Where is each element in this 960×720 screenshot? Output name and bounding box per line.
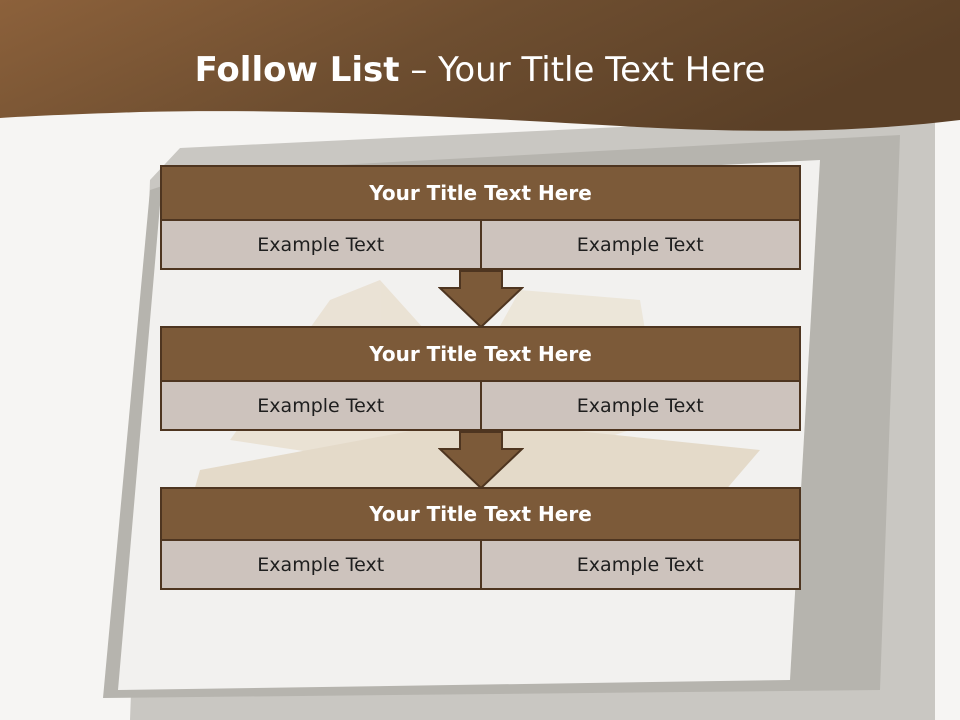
step-cell-right: Example Text: [481, 382, 801, 431]
step-row: Example Text Example Text: [160, 541, 801, 590]
step-block-2: Your Title Text Here Example Text Exampl…: [160, 326, 801, 431]
step-cell-right: Example Text: [481, 541, 801, 590]
step-row: Example Text Example Text: [160, 221, 801, 270]
step-row: Example Text Example Text: [160, 382, 801, 431]
step-title: Your Title Text Here: [160, 165, 801, 221]
title-bold: Follow List: [194, 50, 400, 90]
step-cell-right: Example Text: [481, 221, 801, 270]
down-arrow-icon: [438, 431, 524, 489]
step-block-3: Your Title Text Here Example Text Exampl…: [160, 487, 801, 590]
step-cell-left: Example Text: [160, 221, 482, 270]
header-banner: [0, 0, 960, 131]
slide-title: Follow List – Your Title Text Here: [0, 50, 960, 90]
down-arrow-icon: [438, 270, 524, 328]
step-title: Your Title Text Here: [160, 487, 801, 541]
step-title: Your Title Text Here: [160, 326, 801, 382]
step-block-1: Your Title Text Here Example Text Exampl…: [160, 165, 801, 270]
step-cell-left: Example Text: [160, 541, 482, 590]
title-rest: – Your Title Text Here: [399, 50, 766, 90]
step-cell-left: Example Text: [160, 382, 482, 431]
